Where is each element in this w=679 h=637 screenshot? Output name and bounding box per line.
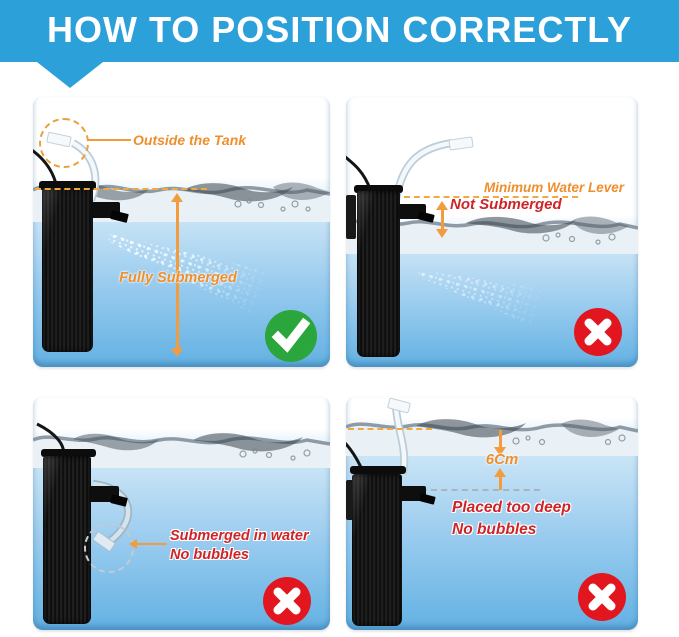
air-intake-nozzle (386, 397, 412, 414)
panel-placed-too-deep: 6Cm Placed too deep No bubbles (346, 396, 638, 630)
page-title: HOW TO POSITION CORRECTLY (46, 9, 633, 50)
filter-device (352, 474, 402, 626)
outlet-spout (110, 494, 128, 507)
cross-icon (574, 308, 622, 356)
arrow-down-icon (494, 447, 506, 456)
submerged-in-water-label: Submerged in water (170, 528, 309, 544)
filter-device (43, 456, 91, 624)
filter-top-cap (39, 181, 96, 190)
outside-tank-label: Outside the Tank (133, 132, 247, 148)
cross-badge (573, 307, 623, 357)
air-tube-outline (392, 405, 409, 475)
cross-badge (262, 576, 312, 626)
arrow-down-icon (436, 229, 448, 238)
panel-fully-submerged: Outside the Tank Fully Submerged (33, 96, 330, 367)
header-banner: HOW TO POSITION CORRECTLY (0, 0, 679, 62)
device-level-dashed (400, 489, 540, 491)
fully-submerged-label: Fully Submerged (119, 270, 237, 286)
callout-line (87, 139, 131, 141)
depth-label: 6Cm (485, 451, 519, 468)
filter-device (357, 191, 400, 357)
callout-circle (84, 523, 134, 573)
callout-circle (39, 118, 89, 168)
filter-top-cap (41, 449, 96, 457)
banner-notch (37, 62, 103, 88)
mount-bracket (346, 195, 356, 239)
filter-device (42, 188, 93, 352)
panel-tube-submerged: Submerged in water No bubbles (33, 396, 330, 630)
air-intake-nozzle (448, 136, 474, 151)
filter-top-cap (354, 185, 403, 193)
arrow-up-icon (436, 201, 448, 210)
filter-top-cap (350, 466, 406, 474)
check-badge (264, 309, 318, 363)
minimum-water-level-label: Minimum Water Lever (484, 180, 625, 195)
depth-arrow-bottom-line (499, 476, 502, 490)
placed-too-deep-label: Placed too deep (452, 499, 571, 516)
waterline-dashed (348, 428, 432, 430)
no-bubbles-label: No bubbles (452, 521, 537, 538)
gap-arrow-line (441, 209, 444, 230)
cross-icon (578, 573, 626, 621)
cross-badge (577, 572, 627, 622)
depth-arrow-line (176, 202, 179, 348)
cross-icon (263, 577, 311, 625)
panel-not-submerged: Minimum Water Lever Not Submerged (346, 96, 638, 367)
no-bubbles-label: No bubbles (170, 547, 249, 563)
depth-arrow-top-line (499, 430, 502, 447)
mount-bracket (346, 480, 354, 520)
arrow-left-icon (129, 539, 137, 549)
arrow-up-icon (494, 468, 506, 477)
outlet-spout (419, 493, 436, 505)
minimum-water-level-dashed (404, 196, 578, 198)
not-submerged-label: Not Submerged (450, 196, 562, 213)
arrow-down-icon (171, 348, 183, 357)
air-tube (393, 140, 453, 201)
outlet-spout (417, 211, 435, 223)
outlet-spout (110, 210, 129, 223)
bubble-spray (413, 254, 549, 328)
air-tube-outline (392, 139, 453, 201)
waterline-dashed (35, 188, 207, 190)
arrow-up-icon (171, 193, 183, 202)
callout-line (135, 543, 167, 545)
check-icon (265, 310, 317, 362)
bubble-spray (101, 216, 272, 316)
air-tube (393, 405, 407, 475)
